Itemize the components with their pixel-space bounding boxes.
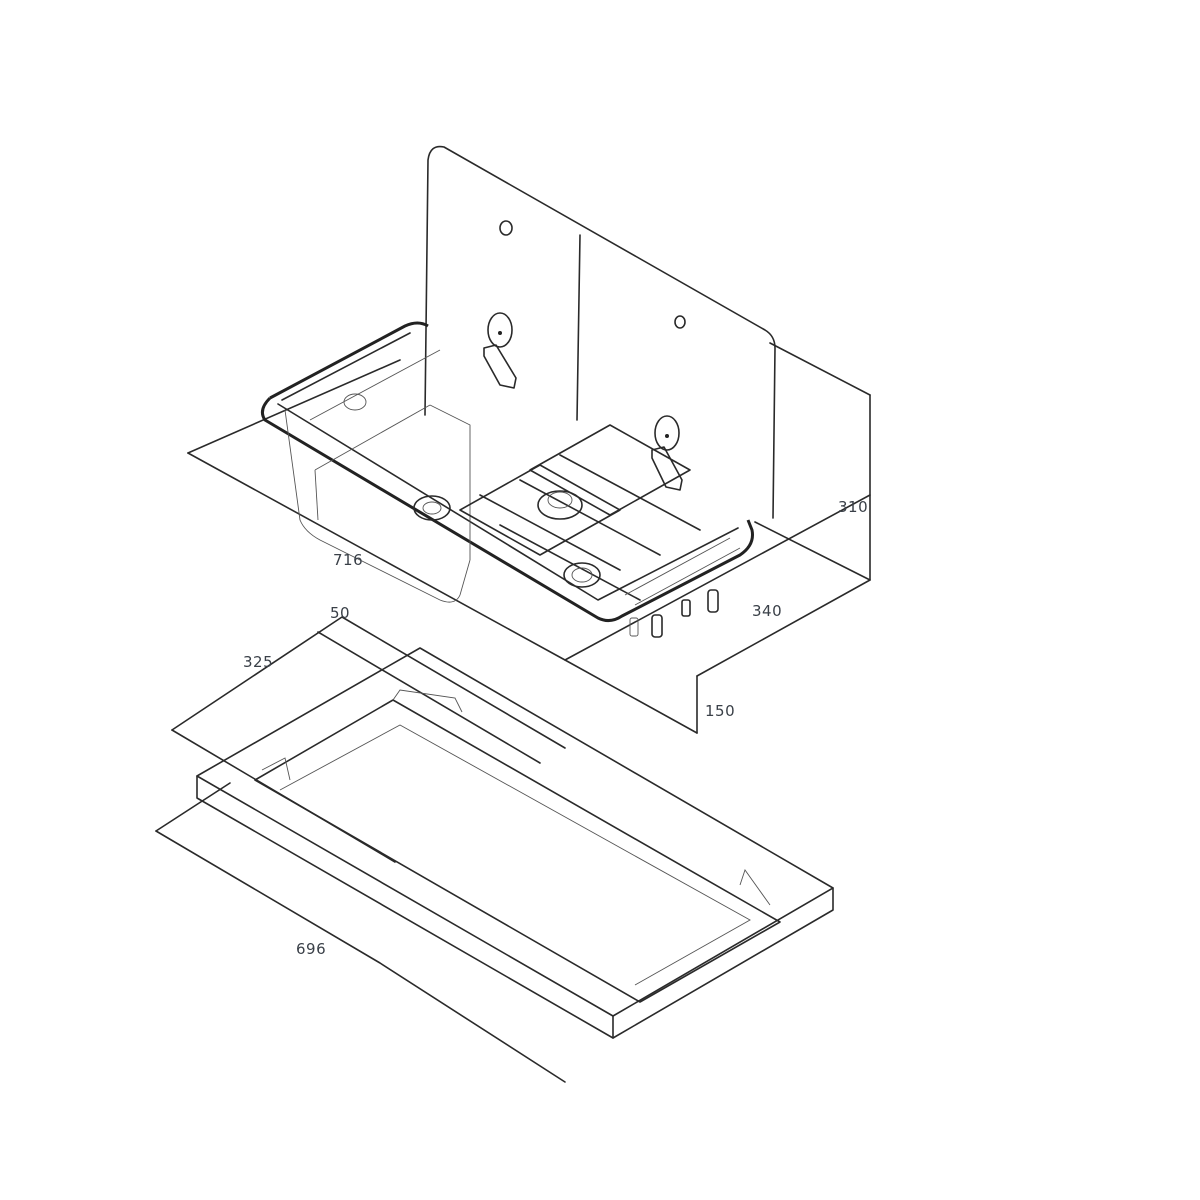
lid-hinge-right bbox=[651, 415, 683, 491]
dimension-cutout-depth: 325 bbox=[243, 653, 274, 671]
dimension-cutout-length: 696 bbox=[296, 940, 327, 958]
unit-dimension-box bbox=[187, 342, 871, 734]
lid-hinge-left bbox=[483, 312, 517, 389]
dimension-below-counter: 150 bbox=[705, 702, 736, 720]
dimension-unit-depth: 340 bbox=[752, 602, 783, 620]
cutout-dimension-lines bbox=[155, 616, 566, 1083]
cutout-frame bbox=[196, 647, 834, 1039]
dimension-unit-length: 716 bbox=[333, 551, 364, 569]
dimension-frame-border: 50 bbox=[330, 604, 351, 622]
sink-hob-unit bbox=[260, 321, 754, 638]
dimension-lid-height: 310 bbox=[838, 498, 869, 516]
glass-lid bbox=[424, 145, 776, 519]
